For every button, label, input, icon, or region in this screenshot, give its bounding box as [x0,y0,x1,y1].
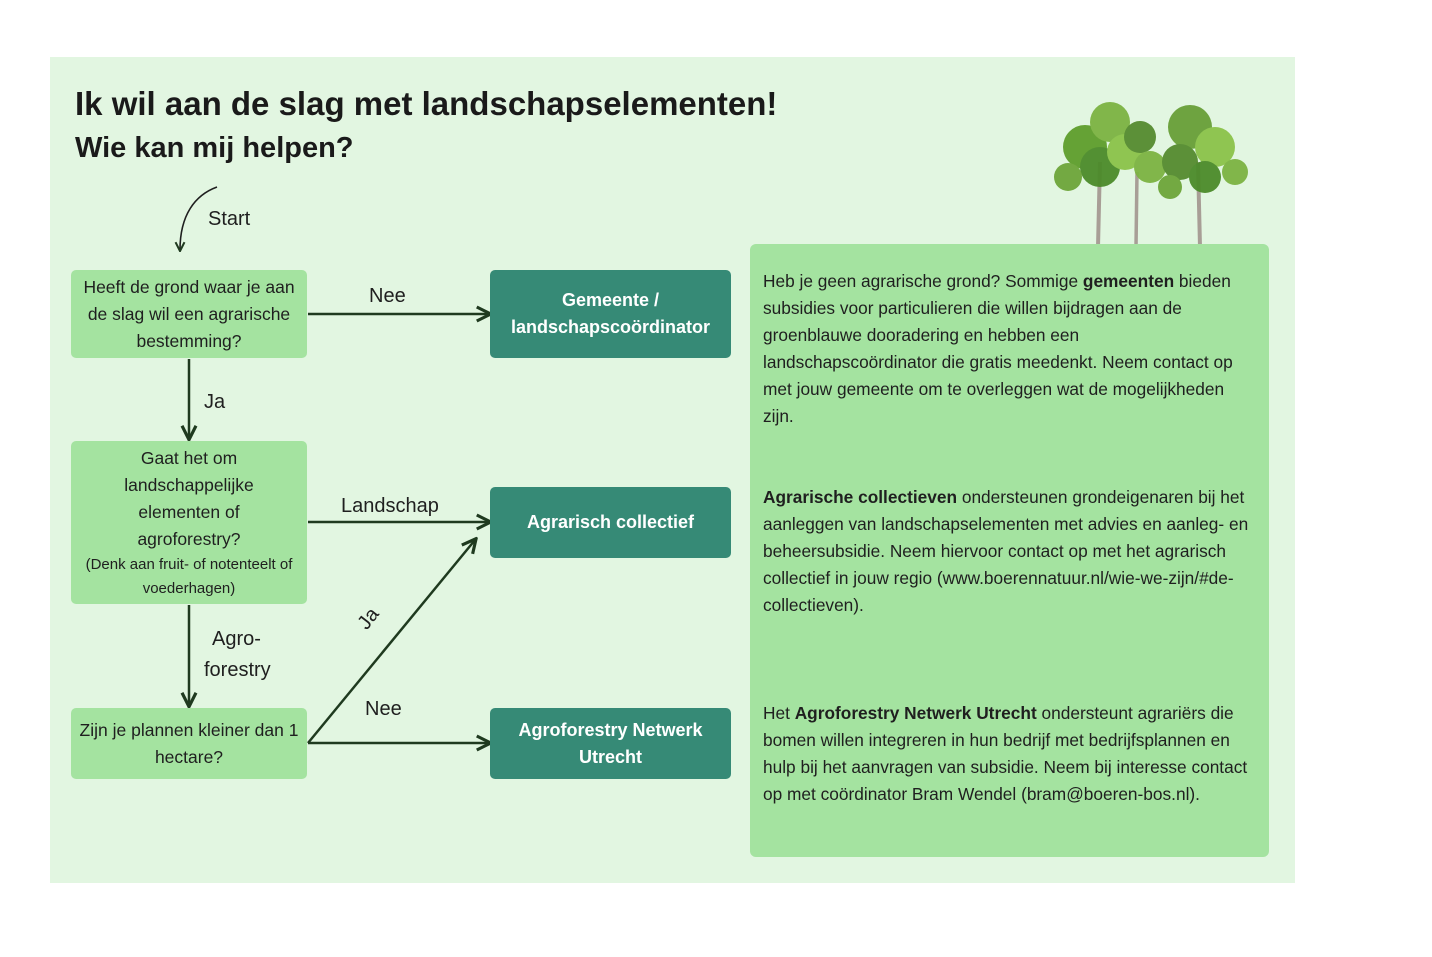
info-bold: Agroforestry Netwerk Utrecht [794,703,1037,723]
info-text: Het [763,703,795,723]
edge-label-q2-q3-line1: Agro- [212,628,261,650]
info-paragraph-collective: Agrarische collectieven ondersteunen gro… [763,484,1253,619]
info-panel [750,244,1269,857]
edge-label-q2-r2: Landschap [341,495,439,517]
edge-label-q1-r1: Nee [369,285,406,307]
edge-label-q3-r3: Nee [365,698,402,720]
result-municipality: Gemeente / landschapscoördinator [490,270,731,358]
arrow-q3-to-r2 [307,540,475,744]
question-smaller-than-hectare: Zijn je plannen kleiner dan 1 hectare? [71,708,307,779]
info-text: Heb je geen agrarische grond? Sommige [763,271,1083,291]
result-agroforestry-network: Agroforestry Netwerk Utrecht [490,708,731,779]
start-arrow [180,186,218,250]
start-label: Start [208,208,251,230]
result-agricultural-collective: Agrarisch collectief [490,487,731,558]
result-text: Agroforestry Netwerk Utrecht [518,719,703,767]
trees-illustration [1054,102,1248,247]
question-text: Zijn je plannen kleiner dan 1 hectare? [79,719,299,767]
result-text: Agrarisch collectief [526,512,695,532]
tree-canopies [1054,102,1248,199]
info-paragraph-municipality: Heb je geen agrarische grond? Sommige ge… [763,268,1253,430]
question-text: Heeft de grond waar je aan de slag wil e… [83,276,295,351]
info-paragraph-agroforestry: Het Agroforestry Netwerk Utrecht onderst… [763,700,1253,808]
info-bold: gemeenten [1082,271,1175,291]
result-line-2: landschapscoördinator [510,317,711,337]
question-text: Gaat het om landschappelijke elementen o… [124,447,254,549]
question-landscape-or-agroforestry: Gaat het om landschappelijke elementen o… [71,441,307,604]
question-agricultural-zoning: Heeft de grond waar je aan de slag wil e… [71,270,307,358]
page-subtitle: Wie kan mij helpen? [75,132,354,164]
info-text: ondersteunen grondeigenaren bij het aanl… [763,487,1249,615]
info-bold: Agrarische collectieven [763,487,958,507]
info-text: ondersteunt agrariërs die bomen willen i… [763,703,1248,804]
question-note: (Denk aan fruit- of notenteelt of voeder… [85,555,293,597]
edge-label-q2-q3-line2: forestry [204,659,271,681]
edge-label-q1-q2: Ja [204,391,226,413]
result-line-1: Gemeente / [561,290,660,310]
page-title: Ik wil aan de slag met landschapselement… [75,85,778,122]
info-text: bieden subsidies voor particulieren die … [763,271,1233,426]
